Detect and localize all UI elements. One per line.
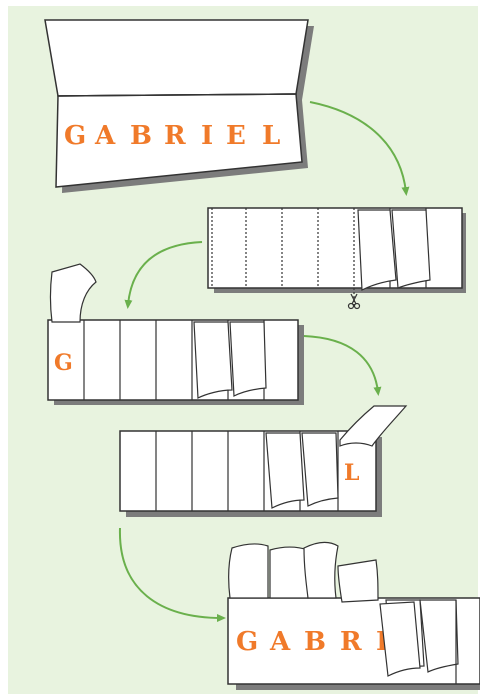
card-top-flap <box>45 20 308 96</box>
strip-letter: G <box>54 350 73 376</box>
step2-perforated-strip <box>208 208 466 306</box>
card-letter: L <box>262 121 280 151</box>
card-letter: A <box>94 121 116 151</box>
banner-letter: A <box>269 627 291 657</box>
card-letter: R <box>164 121 186 151</box>
banner-letter: B <box>304 627 326 657</box>
card-letter: B <box>130 121 152 151</box>
strip-letter: L <box>344 460 359 486</box>
card-letter: I <box>201 121 213 151</box>
step1-folded-card: G A B R I E L <box>45 20 314 193</box>
banner-letter: G <box>236 627 258 657</box>
card-letter: E <box>226 121 246 151</box>
banner-letter: R <box>340 627 362 657</box>
card-letter: G <box>64 121 86 151</box>
